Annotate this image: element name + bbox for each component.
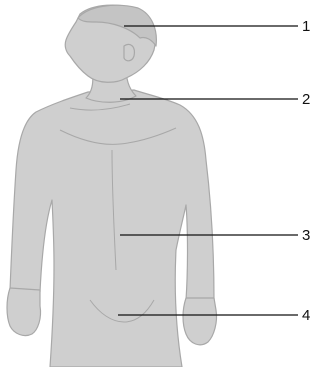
ear <box>124 44 134 60</box>
callout-number-4: 4 <box>302 307 310 324</box>
callout-number-3: 3 <box>302 227 310 244</box>
right-hand <box>183 298 217 345</box>
left-hand <box>7 288 41 336</box>
callout-number-2: 2 <box>302 91 310 108</box>
callout-number-1: 1 <box>302 18 310 35</box>
human-body-figure <box>7 5 217 367</box>
